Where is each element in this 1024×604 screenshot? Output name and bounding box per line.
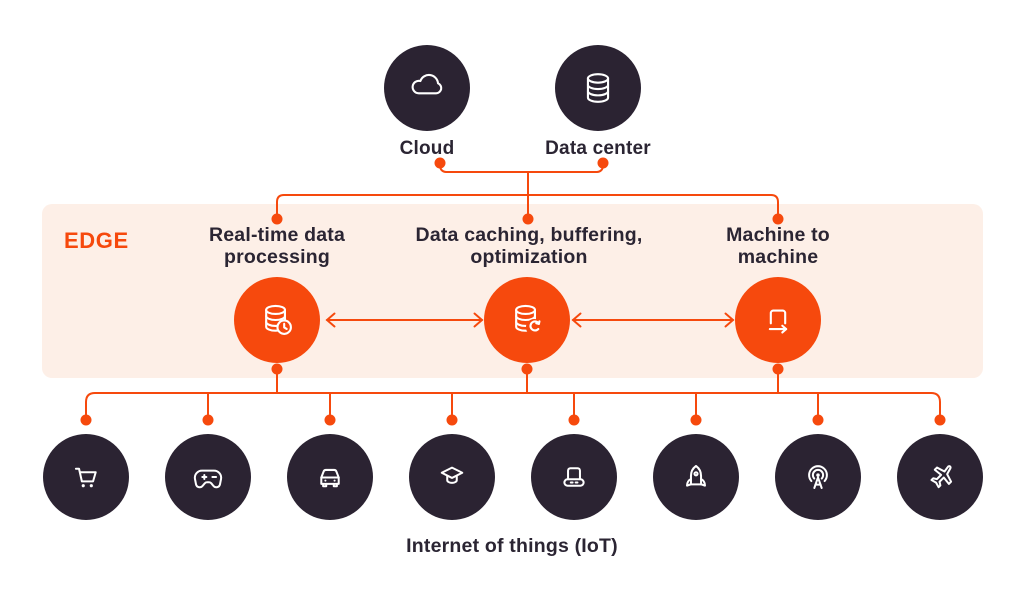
iot-node-airplane xyxy=(897,434,983,520)
realtime-processing-label: Real-time data processing xyxy=(208,224,346,268)
shopping-cart-icon xyxy=(74,467,97,488)
rocket-icon xyxy=(686,464,706,487)
iot-node-education xyxy=(409,434,495,520)
data-center-label: Data center xyxy=(545,138,651,159)
data-center-node xyxy=(555,45,641,131)
broadcast-antenna-icon xyxy=(808,465,828,490)
smart-device-icon xyxy=(563,467,585,487)
cloud-node xyxy=(384,45,470,131)
data-caching-label: Data caching, buffering, optimization xyxy=(415,224,643,268)
database-refresh-icon xyxy=(515,304,543,336)
game-controller-icon xyxy=(193,469,223,489)
realtime-processing-node xyxy=(234,277,320,363)
data-caching-node xyxy=(484,277,570,363)
cloud-icon xyxy=(411,74,443,95)
edge-band-label: EDGE xyxy=(64,228,129,253)
iot-node-broadcast xyxy=(775,434,861,520)
cloud-label: Cloud xyxy=(399,138,455,159)
database-icon xyxy=(586,73,610,103)
laptop-arrow-icon xyxy=(768,309,788,334)
airplane-icon xyxy=(930,465,953,489)
iot-caption: Internet of things (IoT) xyxy=(406,535,618,557)
iot-node-gaming xyxy=(165,434,251,520)
iot-node-shopping xyxy=(43,434,129,520)
iot-node-car xyxy=(287,434,373,520)
graduation-cap-icon xyxy=(440,466,464,484)
machine-to-machine-node xyxy=(735,277,821,363)
iot-node-smart-device xyxy=(531,434,617,520)
machine-to-machine-label: Machine to machine xyxy=(726,224,830,268)
iot-node-rocket xyxy=(653,434,739,520)
car-icon xyxy=(320,468,340,488)
database-clock-icon xyxy=(265,304,292,335)
